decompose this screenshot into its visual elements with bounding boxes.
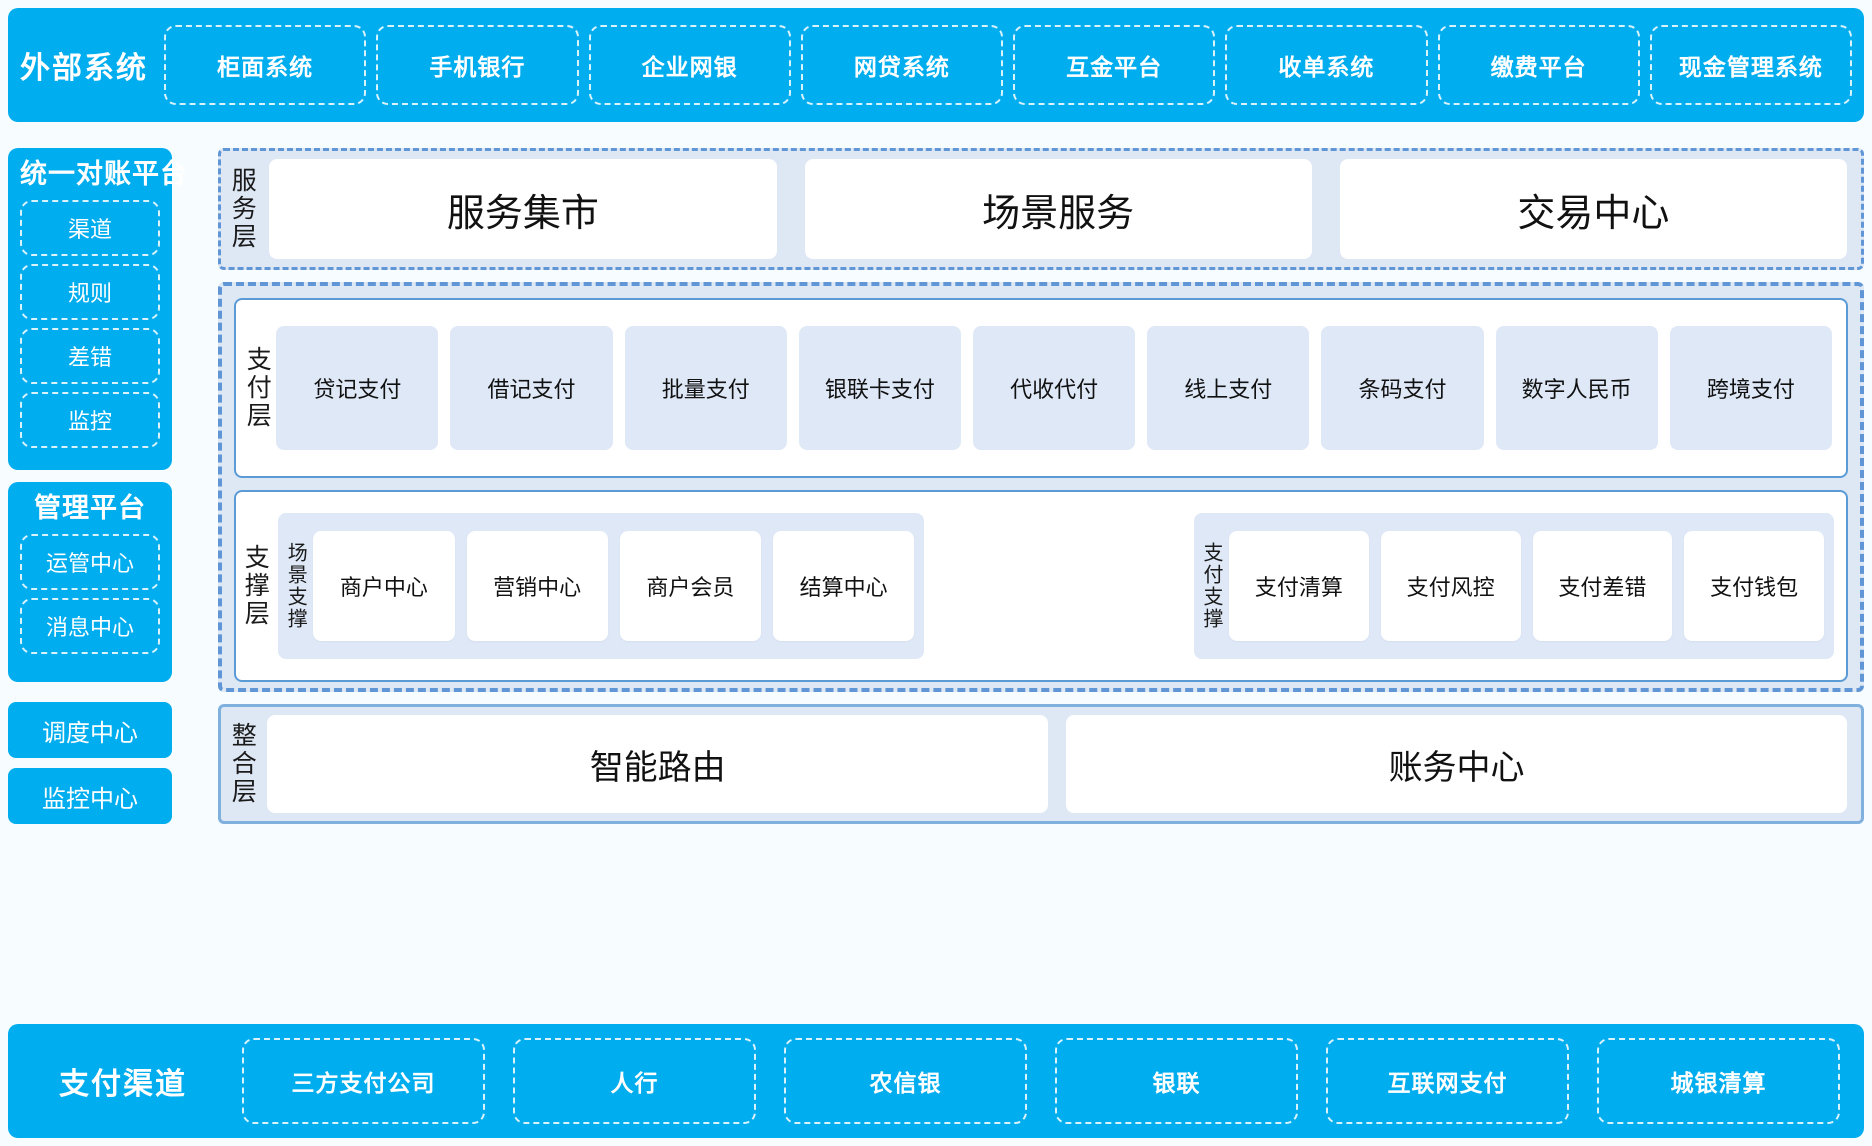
support-layer-groups: 场景支撑 商户中心 营销中心 商户会员 结算中心 支付支撑 支付清算 支付风控 (278, 513, 1834, 659)
payment-channel-item[interactable]: 互联网支付 (1326, 1038, 1569, 1124)
sidebar-item-operations-center[interactable]: 运管中心 (20, 534, 160, 591)
payment-item-batch[interactable]: 批量支付 (624, 326, 787, 450)
integration-layer-label: 整合层 (228, 722, 257, 806)
sidebar-item-monitor[interactable]: 监控 (20, 392, 160, 449)
support-item-marketing-center[interactable]: 营销中心 (466, 531, 608, 641)
payment-item-debit[interactable]: 借记支付 (450, 326, 613, 450)
support-item-settlement-center[interactable]: 结算中心 (773, 531, 915, 641)
integration-layer-container: 整合层 智能路由 账务中心 (218, 704, 1864, 824)
external-system-item[interactable]: 收单系统 (1225, 25, 1428, 105)
support-item-payment-clearing[interactable]: 支付清算 (1229, 531, 1369, 641)
payment-channel-item[interactable]: 城银清算 (1597, 1038, 1840, 1124)
sidebar-item-error[interactable]: 差错 (20, 328, 160, 385)
external-system-item[interactable]: 企业网银 (588, 25, 791, 105)
service-layer-container: 服务层 服务集市 场景服务 交易中心 (218, 148, 1864, 270)
support-group-payment: 支付支撑 支付清算 支付风控 支付差错 支付钱包 (1194, 513, 1834, 659)
payment-channel-item[interactable]: 农信银 (784, 1038, 1027, 1124)
management-platform-title: 管理平台 (34, 493, 146, 523)
support-item-payment-error[interactable]: 支付差错 (1532, 531, 1673, 641)
sidebar-item-channel[interactable]: 渠道 (20, 200, 160, 257)
service-layer-label: 服务层 (228, 167, 257, 251)
integration-item-smart-routing[interactable]: 智能路由 (267, 715, 1049, 813)
sidebar-item-dispatch-center[interactable]: 调度中心 (8, 702, 172, 758)
payment-channel-item[interactable]: 人行 (513, 1038, 756, 1124)
external-system-item[interactable]: 互金平台 (1013, 25, 1216, 105)
payment-item-credit[interactable]: 贷记支付 (276, 326, 439, 450)
integration-item-accounting-center[interactable]: 账务中心 (1066, 715, 1847, 813)
payment-channels-band: 支付渠道 三方支付公司 人行 农信银 银联 互联网支付 城银清算 (8, 1024, 1864, 1138)
support-item-merchant-center[interactable]: 商户中心 (313, 531, 455, 641)
support-group-scenario-items: 商户中心 营销中心 商户会员 结算中心 (313, 531, 915, 641)
support-group-payment-items: 支付清算 支付风控 支付差错 支付钱包 (1229, 531, 1824, 641)
external-system-item[interactable]: 手机银行 (376, 25, 579, 105)
external-system-item[interactable]: 现金管理系统 (1649, 25, 1852, 105)
support-group-scenario-label: 场景支撑 (284, 542, 307, 630)
payment-layer-items: 贷记支付 借记支付 批量支付 银联卡支付 代收代付 线上支付 条码支付 数字人民… (276, 326, 1832, 450)
payment-item-unionpay-card[interactable]: 银联卡支付 (798, 326, 961, 450)
payment-layer-container: 支付层 贷记支付 借记支付 批量支付 银联卡支付 代收代付 线上支付 条码支付 … (234, 298, 1848, 478)
service-item-marketplace[interactable]: 服务集市 (269, 159, 777, 259)
payment-item-barcode[interactable]: 条码支付 (1321, 326, 1484, 450)
payment-channels-list: 三方支付公司 人行 农信银 银联 互联网支付 城银清算 (238, 1038, 1864, 1124)
payment-layer-label: 支付层 (243, 346, 272, 430)
reconciliation-platform-title: 统一对账平台 (20, 159, 188, 189)
external-system-item[interactable]: 缴费平台 (1437, 25, 1640, 105)
payment-channels-title: 支付渠道 (59, 1068, 187, 1101)
reconciliation-platform-panel: 统一对账平台 渠道 规则 差错 监控 (8, 148, 188, 470)
payment-channel-item[interactable]: 三方支付公司 (242, 1038, 485, 1124)
integration-layer-items: 智能路由 账务中心 (267, 715, 1847, 813)
external-systems-list: 柜面系统 手机银行 企业网银 网贷系统 互金平台 收单系统 缴费平台 现金管理系… (154, 25, 1864, 105)
payment-channel-item[interactable]: 银联 (1055, 1038, 1298, 1124)
service-item-scenario-service[interactable]: 场景服务 (804, 159, 1312, 259)
payment-item-collection-payment[interactable]: 代收代付 (973, 326, 1136, 450)
support-group-scenario: 场景支撑 商户中心 营销中心 商户会员 结算中心 (278, 513, 925, 659)
payment-item-cross-border[interactable]: 跨境支付 (1669, 326, 1832, 450)
support-layer-container: 支撑层 场景支撑 商户中心 营销中心 商户会员 结算中心 支付支撑 (234, 490, 1848, 682)
management-platform-panel: 管理平台 运管中心 消息中心 (8, 482, 172, 682)
payment-item-online[interactable]: 线上支付 (1147, 326, 1310, 450)
support-item-payment-wallet[interactable]: 支付钱包 (1684, 531, 1824, 641)
service-layer-items: 服务集市 场景服务 交易中心 (269, 159, 1847, 259)
sidebar-item-monitor-center[interactable]: 监控中心 (8, 768, 172, 824)
external-systems-title: 外部系统 (20, 52, 148, 85)
sidebar-item-rule[interactable]: 规则 (20, 264, 160, 321)
support-item-merchant-member[interactable]: 商户会员 (619, 531, 761, 641)
support-item-payment-risk-control[interactable]: 支付风控 (1380, 531, 1521, 641)
support-group-payment-label: 支付支撑 (1200, 542, 1222, 630)
external-system-item[interactable]: 网贷系统 (800, 25, 1003, 105)
external-system-item[interactable]: 柜面系统 (164, 25, 367, 105)
external-systems-band: 外部系统 柜面系统 手机银行 企业网银 网贷系统 互金平台 收单系统 缴费平台 … (8, 8, 1864, 122)
service-item-transaction-center[interactable]: 交易中心 (1339, 159, 1847, 259)
support-layer-label: 支撑层 (241, 544, 270, 628)
sidebar-item-message-center[interactable]: 消息中心 (20, 598, 160, 655)
core-layers-container: 支付层 贷记支付 借记支付 批量支付 银联卡支付 代收代付 线上支付 条码支付 … (218, 282, 1864, 692)
payment-item-digital-rmb[interactable]: 数字人民币 (1495, 326, 1658, 450)
